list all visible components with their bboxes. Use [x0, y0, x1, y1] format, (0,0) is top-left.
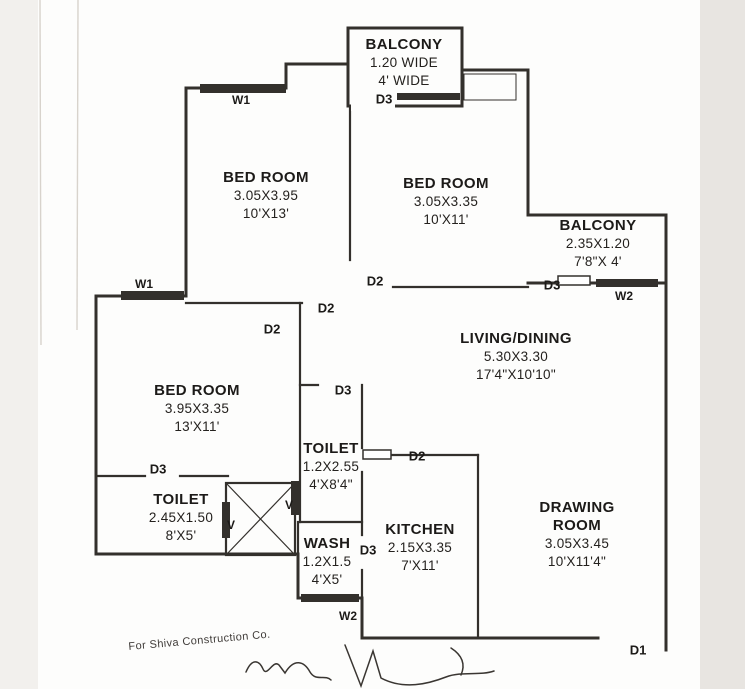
room-dim-feet: 10'X11'4": [547, 554, 607, 569]
room-label-bedroom-3: BED ROOM 3.95X3.35 13'X11': [154, 382, 240, 436]
door-gap-balcony-top: [351, 101, 395, 111]
window-tag-w2-bottom: W2: [339, 609, 357, 623]
room-dim-feet: 4'X8'4": [309, 477, 353, 492]
room-label-toilet-mid: TOILET 1.2X2.55 4'X8'4": [303, 440, 359, 494]
scan-left-edge: [0, 0, 38, 689]
room-label-kitchen: KITCHEN 2.15X3.35 7'X11': [385, 521, 454, 575]
door-tag-d3-kitchen: D3: [359, 542, 377, 558]
room-dim-feet: 10'X11': [423, 212, 469, 227]
window-w1-left: [121, 291, 184, 300]
room-dim-feet: 4' WIDE: [378, 73, 430, 88]
window-tag-w2-right: W2: [615, 289, 633, 303]
room-dim-feet: 8'X5': [165, 528, 197, 543]
room-dim-metric: 2.15X3.35: [387, 540, 453, 555]
bedroom2-wall-niche: [463, 73, 517, 101]
room-name: TOILET: [303, 440, 359, 457]
vent-band-right: [291, 481, 299, 515]
room-dim-metric: 3.95X3.35: [164, 401, 230, 416]
door-tag-d2-bedroom2: D2: [366, 273, 384, 289]
room-name: BALCONY: [365, 36, 443, 53]
balcony-top-sill: [397, 93, 460, 100]
room-dim-metric: 5.30X3.30: [483, 349, 549, 364]
room-name: BED ROOM: [403, 175, 489, 192]
window-w1-top: [200, 84, 286, 93]
room-dim-metric: 2.35X1.20: [565, 236, 631, 251]
door-tag-d1-entrance: D1: [629, 642, 647, 658]
window-bands: [121, 84, 658, 602]
room-dim-feet: 10'X13': [242, 206, 290, 221]
room-dim-metric: 1.2X2.55: [302, 459, 360, 474]
window-tag-w1-top: W1: [232, 93, 250, 107]
room-dim-feet: 7'8"X 4': [574, 254, 622, 269]
scan-right-edge: [700, 0, 745, 689]
interior-walls: [94, 73, 530, 640]
room-dim-metric: 2.45X1.50: [148, 510, 214, 525]
vent-band-left: [222, 502, 230, 538]
door-leaves: [351, 101, 591, 460]
vent-tag-v-left: V: [226, 518, 236, 532]
door-tag-d2-bedroom3: D2: [263, 321, 281, 337]
room-dim-feet: 4'X5': [311, 572, 343, 587]
room-label-drawing-room: DRAWING ROOM 3.05X3.45 10'X11'4": [539, 499, 614, 571]
top-balcony-outline: [346, 26, 464, 108]
room-label-balcony-top: BALCONY 1.20 WIDE 4' WIDE: [366, 36, 443, 90]
room-label-wash: WASH 1.2X1.5 4'X5': [303, 535, 352, 589]
room-dim-metric: 3.05X3.95: [233, 188, 299, 203]
room-label-bedroom-2: BED ROOM 3.05X3.35 10'X11': [403, 175, 489, 229]
door-tag-d3-balcony-right: D3: [543, 277, 561, 293]
window-w2-bottom: [301, 594, 359, 602]
room-dim-feet: 13'X11': [174, 419, 220, 434]
room-name: BED ROOM: [223, 169, 309, 186]
room-dim-metric: 1.2X1.5: [302, 554, 352, 569]
room-dim-metric: 3.05X3.35: [413, 194, 479, 209]
window-tag-w1-left: W1: [135, 277, 153, 291]
room-name-line1: DRAWING: [539, 499, 615, 516]
room-dim-metric: 1.20 WIDE: [370, 55, 438, 70]
room-name: LIVING/DINING: [460, 330, 572, 347]
room-name: KITCHEN: [385, 521, 455, 538]
door-leaf-balcony-right: [557, 275, 591, 286]
room-name-line2: ROOM: [552, 517, 602, 534]
scan-crease-lines: [39, 0, 79, 346]
room-label-toilet-left: TOILET 2.45X1.50 8'X5': [149, 491, 213, 545]
room-name: BALCONY: [559, 217, 637, 234]
window-w2-right: [596, 279, 658, 287]
door-tag-d3-toilet-left: D3: [149, 461, 167, 477]
room-name: TOILET: [153, 491, 209, 508]
room-name: BED ROOM: [154, 382, 240, 399]
door-leaf-toilet-mid: [362, 449, 392, 460]
door-tag-d3-balcony-top: D3: [375, 91, 393, 107]
room-dim-metric: 3.05X3.45: [544, 536, 610, 551]
door-tag-d2-bedroom1: D2: [317, 300, 335, 316]
room-label-balcony-right: BALCONY 2.35X1.20 7'8"X 4': [560, 217, 637, 271]
door-tag-d3-toilet-mid: D3: [334, 382, 352, 398]
room-label-bedroom-1: BED ROOM 3.05X3.95 10'X13': [223, 169, 309, 223]
signature-scribble: [245, 644, 495, 689]
room-dim-feet: 7'X11': [401, 558, 439, 573]
door-tag-d2-toilet-mid: D2: [408, 448, 426, 464]
room-dim-feet: 17'4"X10'10": [476, 367, 556, 382]
room-name: WASH: [303, 535, 351, 552]
room-label-living-dining: LIVING/DINING 5.30X3.30 17'4"X10'10": [460, 330, 572, 384]
duct-shaft: [222, 481, 299, 557]
vent-tag-v-right: V: [284, 498, 294, 512]
